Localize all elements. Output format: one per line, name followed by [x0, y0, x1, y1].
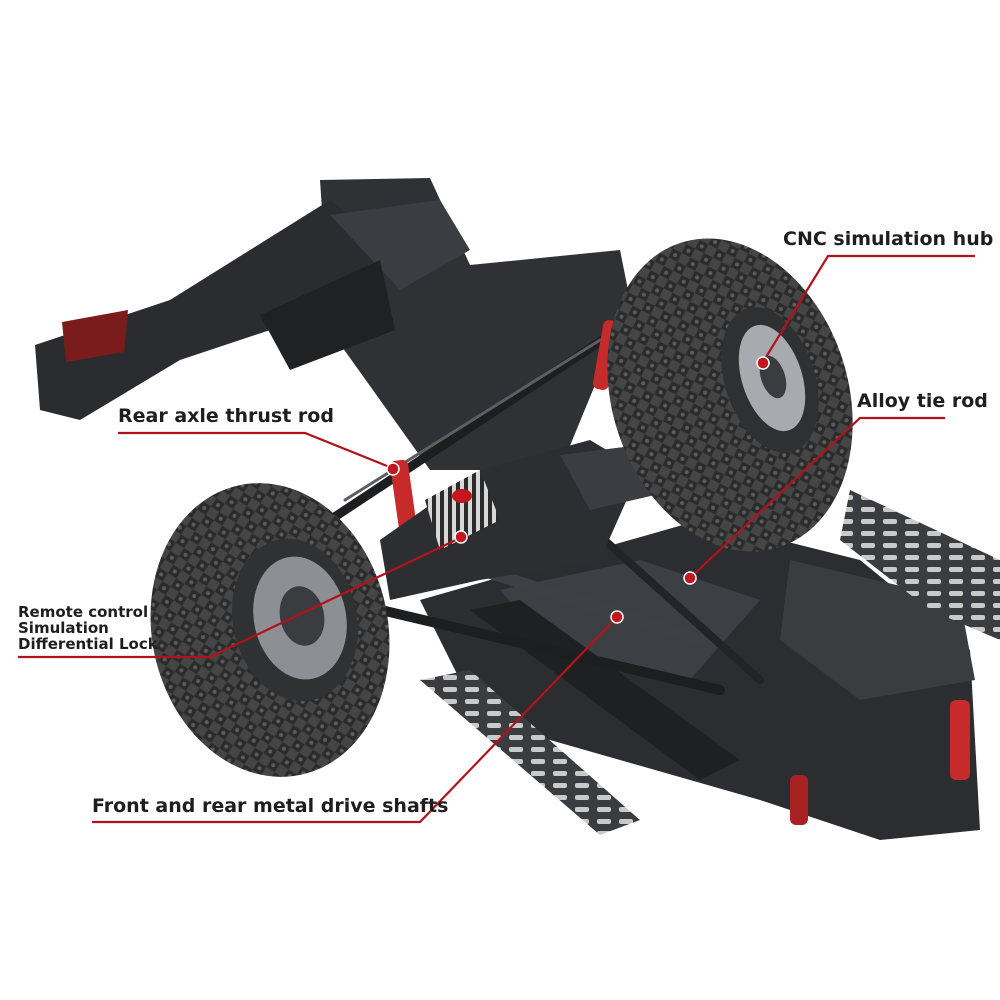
- front-tire: [150, 483, 390, 777]
- label-diff-lock-line1: Remote control: [18, 603, 149, 621]
- leader-drive-shafts: [92, 617, 617, 824]
- callout-leaders: [18, 254, 975, 824]
- label-diff-lock-line2: Simulation: [18, 619, 109, 637]
- dot-rear-thrust-rod: [386, 462, 400, 476]
- dot-cnc-hub: [756, 356, 770, 370]
- dot-drive-shafts: [610, 610, 624, 624]
- label-alloy-tie-rod: Alloy tie rod: [857, 390, 988, 412]
- leader-cnc-hub: [762, 254, 975, 363]
- label-rear-thrust-rod: Rear axle thrust rod: [118, 405, 334, 427]
- leader-diff-lock: [18, 537, 461, 659]
- label-drive-shafts: Front and rear metal drive shafts: [92, 795, 449, 817]
- dot-alloy-tie-rod: [683, 571, 697, 585]
- dot-diff-lock: [454, 530, 468, 544]
- leader-rear-thrust-rod: [118, 431, 393, 470]
- leader-alloy-tie-rod: [689, 416, 945, 579]
- axle-differential: [380, 440, 655, 600]
- label-diff-lock-line3: Differential Lock: [18, 635, 158, 653]
- label-cnc-hub: CNC simulation hub: [783, 228, 994, 250]
- label-diff-lock: Remote control Simulation Differential L…: [18, 604, 158, 652]
